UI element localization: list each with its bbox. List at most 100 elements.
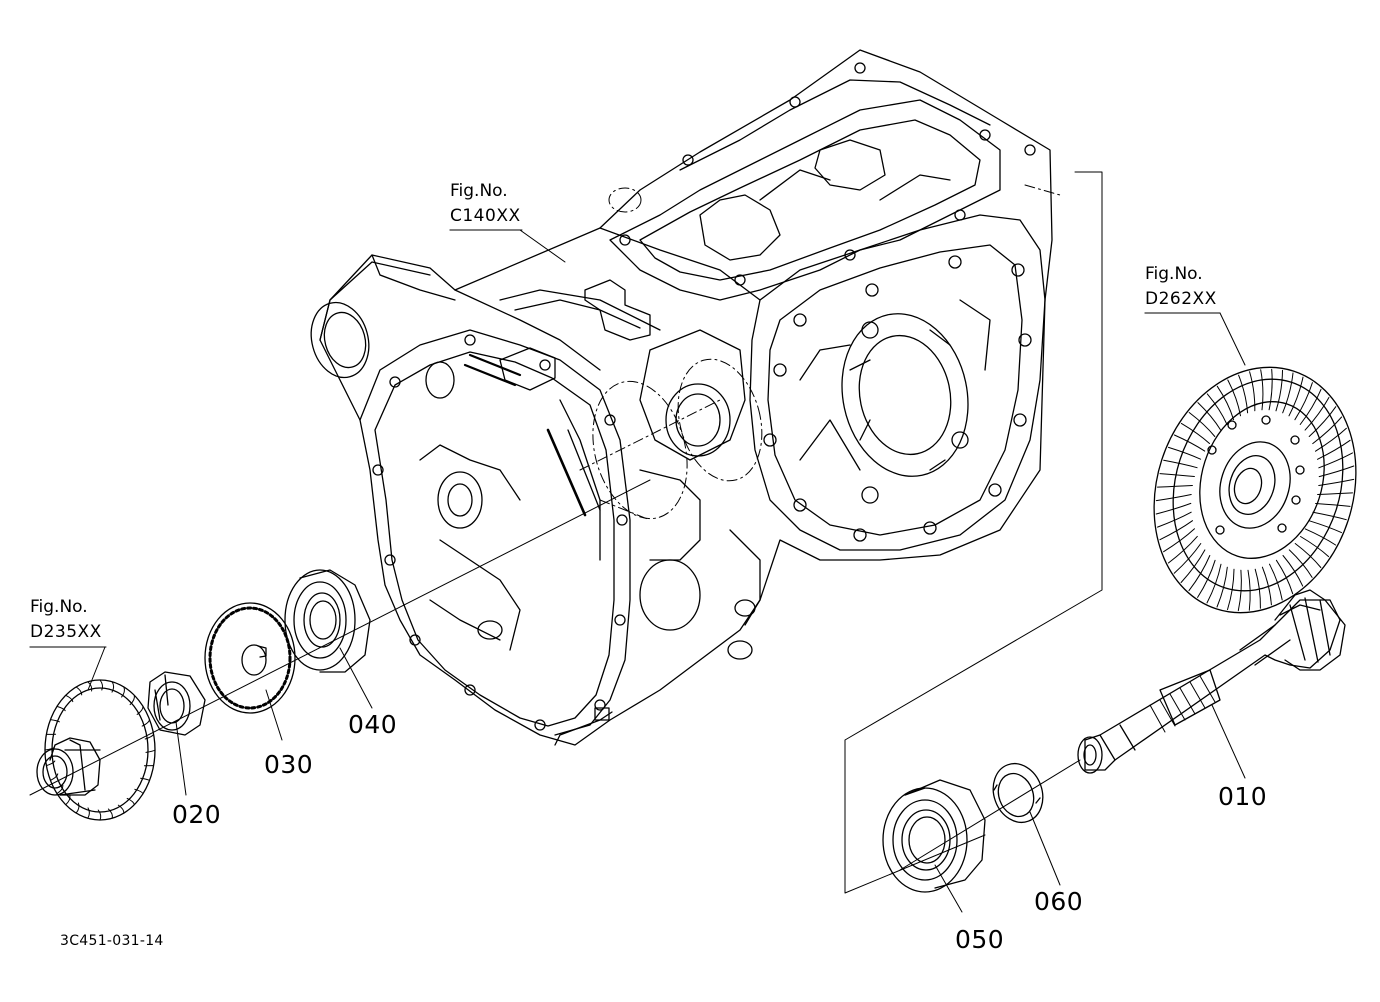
gear-tooth	[1164, 529, 1195, 552]
gear-tooth	[98, 810, 101, 820]
gear-tooth	[1318, 440, 1351, 459]
gear-tooth	[1309, 407, 1336, 437]
gear-tooth	[135, 789, 143, 793]
pinion-shaft-drawing	[1078, 590, 1345, 773]
gear-tooth	[141, 778, 150, 780]
gear-tooth	[1283, 556, 1303, 587]
gear-tooth	[1295, 544, 1321, 568]
part-label-040: 040	[348, 710, 398, 739]
gear-tooth	[118, 805, 124, 813]
gear-tooth	[1283, 373, 1293, 413]
gear-tooth	[1270, 564, 1283, 600]
gear-tooth	[1276, 370, 1283, 410]
gear-tooth	[76, 687, 82, 695]
gear-tooth	[1164, 460, 1197, 467]
gear-tooth	[1305, 398, 1329, 431]
gear-tooth	[1198, 403, 1221, 431]
part-label-030: 030	[264, 750, 314, 779]
gear-tooth	[1156, 503, 1191, 514]
gear-tooth	[1262, 567, 1271, 605]
lock-nut-020-drawing	[148, 672, 205, 735]
gear-tooth	[1228, 380, 1241, 416]
gear-tooth	[1217, 386, 1233, 419]
transmission-case-drawing	[303, 50, 1052, 745]
gear-tooth	[1301, 537, 1329, 557]
part-label-020: 020	[172, 800, 222, 829]
gear-tooth	[1300, 389, 1321, 424]
gear-tooth	[1269, 369, 1272, 409]
gear-tooth	[1189, 556, 1210, 591]
gear-tooth	[1207, 394, 1227, 425]
gear-tooth	[1255, 569, 1260, 608]
gear-tooth	[1319, 453, 1353, 468]
bearing-040-drawing	[285, 570, 370, 672]
figure-ref-d235-caption: Fig.No.	[30, 597, 88, 617]
figure-ref-c140-code: C140XX	[450, 206, 521, 226]
gear-tooth	[1160, 521, 1193, 540]
gear-tooth	[1319, 466, 1354, 477]
part-label-050: 050	[955, 925, 1005, 954]
gear-tooth	[100, 680, 103, 690]
gear-tooth	[1198, 560, 1216, 597]
gear-tooth	[76, 803, 79, 813]
figure-ref-d262-code: D262XX	[1145, 289, 1217, 309]
gear-tooth	[1158, 512, 1192, 527]
gear-tooth	[122, 687, 125, 697]
bearing-050-drawing	[883, 780, 985, 892]
figure-ref-c140-caption: Fig.No.	[450, 181, 508, 201]
gear-tooth	[1238, 570, 1241, 610]
gear-tooth	[1261, 370, 1263, 410]
gear-tooth	[130, 695, 134, 704]
gear-tooth	[1169, 447, 1201, 459]
gear-tooth	[1248, 570, 1250, 610]
gear-tooth	[1250, 372, 1255, 411]
gear-d235xx-drawing	[37, 680, 155, 820]
gear-tooth	[1156, 495, 1191, 501]
gear-tooth	[1207, 564, 1221, 603]
gear-tooth	[1158, 486, 1193, 488]
sensor-ring-030-drawing	[205, 603, 295, 713]
gear-tooth	[1181, 550, 1205, 583]
gear-tooth	[1228, 569, 1235, 609]
gear-tooth	[1181, 423, 1209, 443]
gear-tooth	[57, 706, 65, 710]
gear-tooth	[1174, 435, 1204, 451]
gear-tooth	[127, 798, 134, 804]
figure-ref-d235-code: D235XX	[30, 622, 102, 642]
gear-tooth	[1168, 536, 1197, 563]
gear-tooth	[88, 682, 92, 691]
gear-tooth	[1316, 504, 1350, 507]
gear-tooth	[50, 720, 59, 722]
gear-tooth	[1174, 544, 1201, 574]
gear-tooth	[1295, 383, 1313, 420]
gear-tooth	[66, 795, 70, 804]
gear-tooth	[145, 734, 153, 739]
gear-tooth	[1239, 375, 1248, 413]
gear-tooth	[57, 786, 63, 794]
gear-tooth	[108, 809, 112, 818]
axis-lines	[30, 172, 1102, 893]
gear-tooth	[46, 761, 54, 766]
gear-tooth	[1313, 512, 1346, 519]
gear-tooth	[1289, 550, 1312, 578]
gear-tooth	[1160, 474, 1194, 477]
gear-tooth	[142, 720, 149, 727]
figure-ref-d262-caption: Fig.No.	[1145, 264, 1203, 284]
gear-tooth	[1217, 567, 1227, 607]
part-label-010: 010	[1218, 782, 1268, 811]
gear-tooth	[1276, 560, 1292, 593]
gear-tooth	[146, 750, 155, 752]
gear-tooth	[1189, 413, 1215, 437]
gear-tooth	[1319, 479, 1354, 485]
document-id: 3C451-031-14	[60, 933, 164, 949]
hidden-lines	[578, 185, 1060, 529]
bevel-gear-d262xx-drawing	[1123, 341, 1380, 639]
gear-tooth	[66, 695, 73, 701]
gear-tooth	[1289, 377, 1303, 416]
shim-060-drawing	[985, 757, 1051, 830]
gear-tooth	[137, 706, 143, 714]
part-label-060: 060	[1034, 887, 1084, 916]
gear-tooth	[1309, 521, 1341, 533]
figure-ref-underlines	[30, 230, 1220, 647]
